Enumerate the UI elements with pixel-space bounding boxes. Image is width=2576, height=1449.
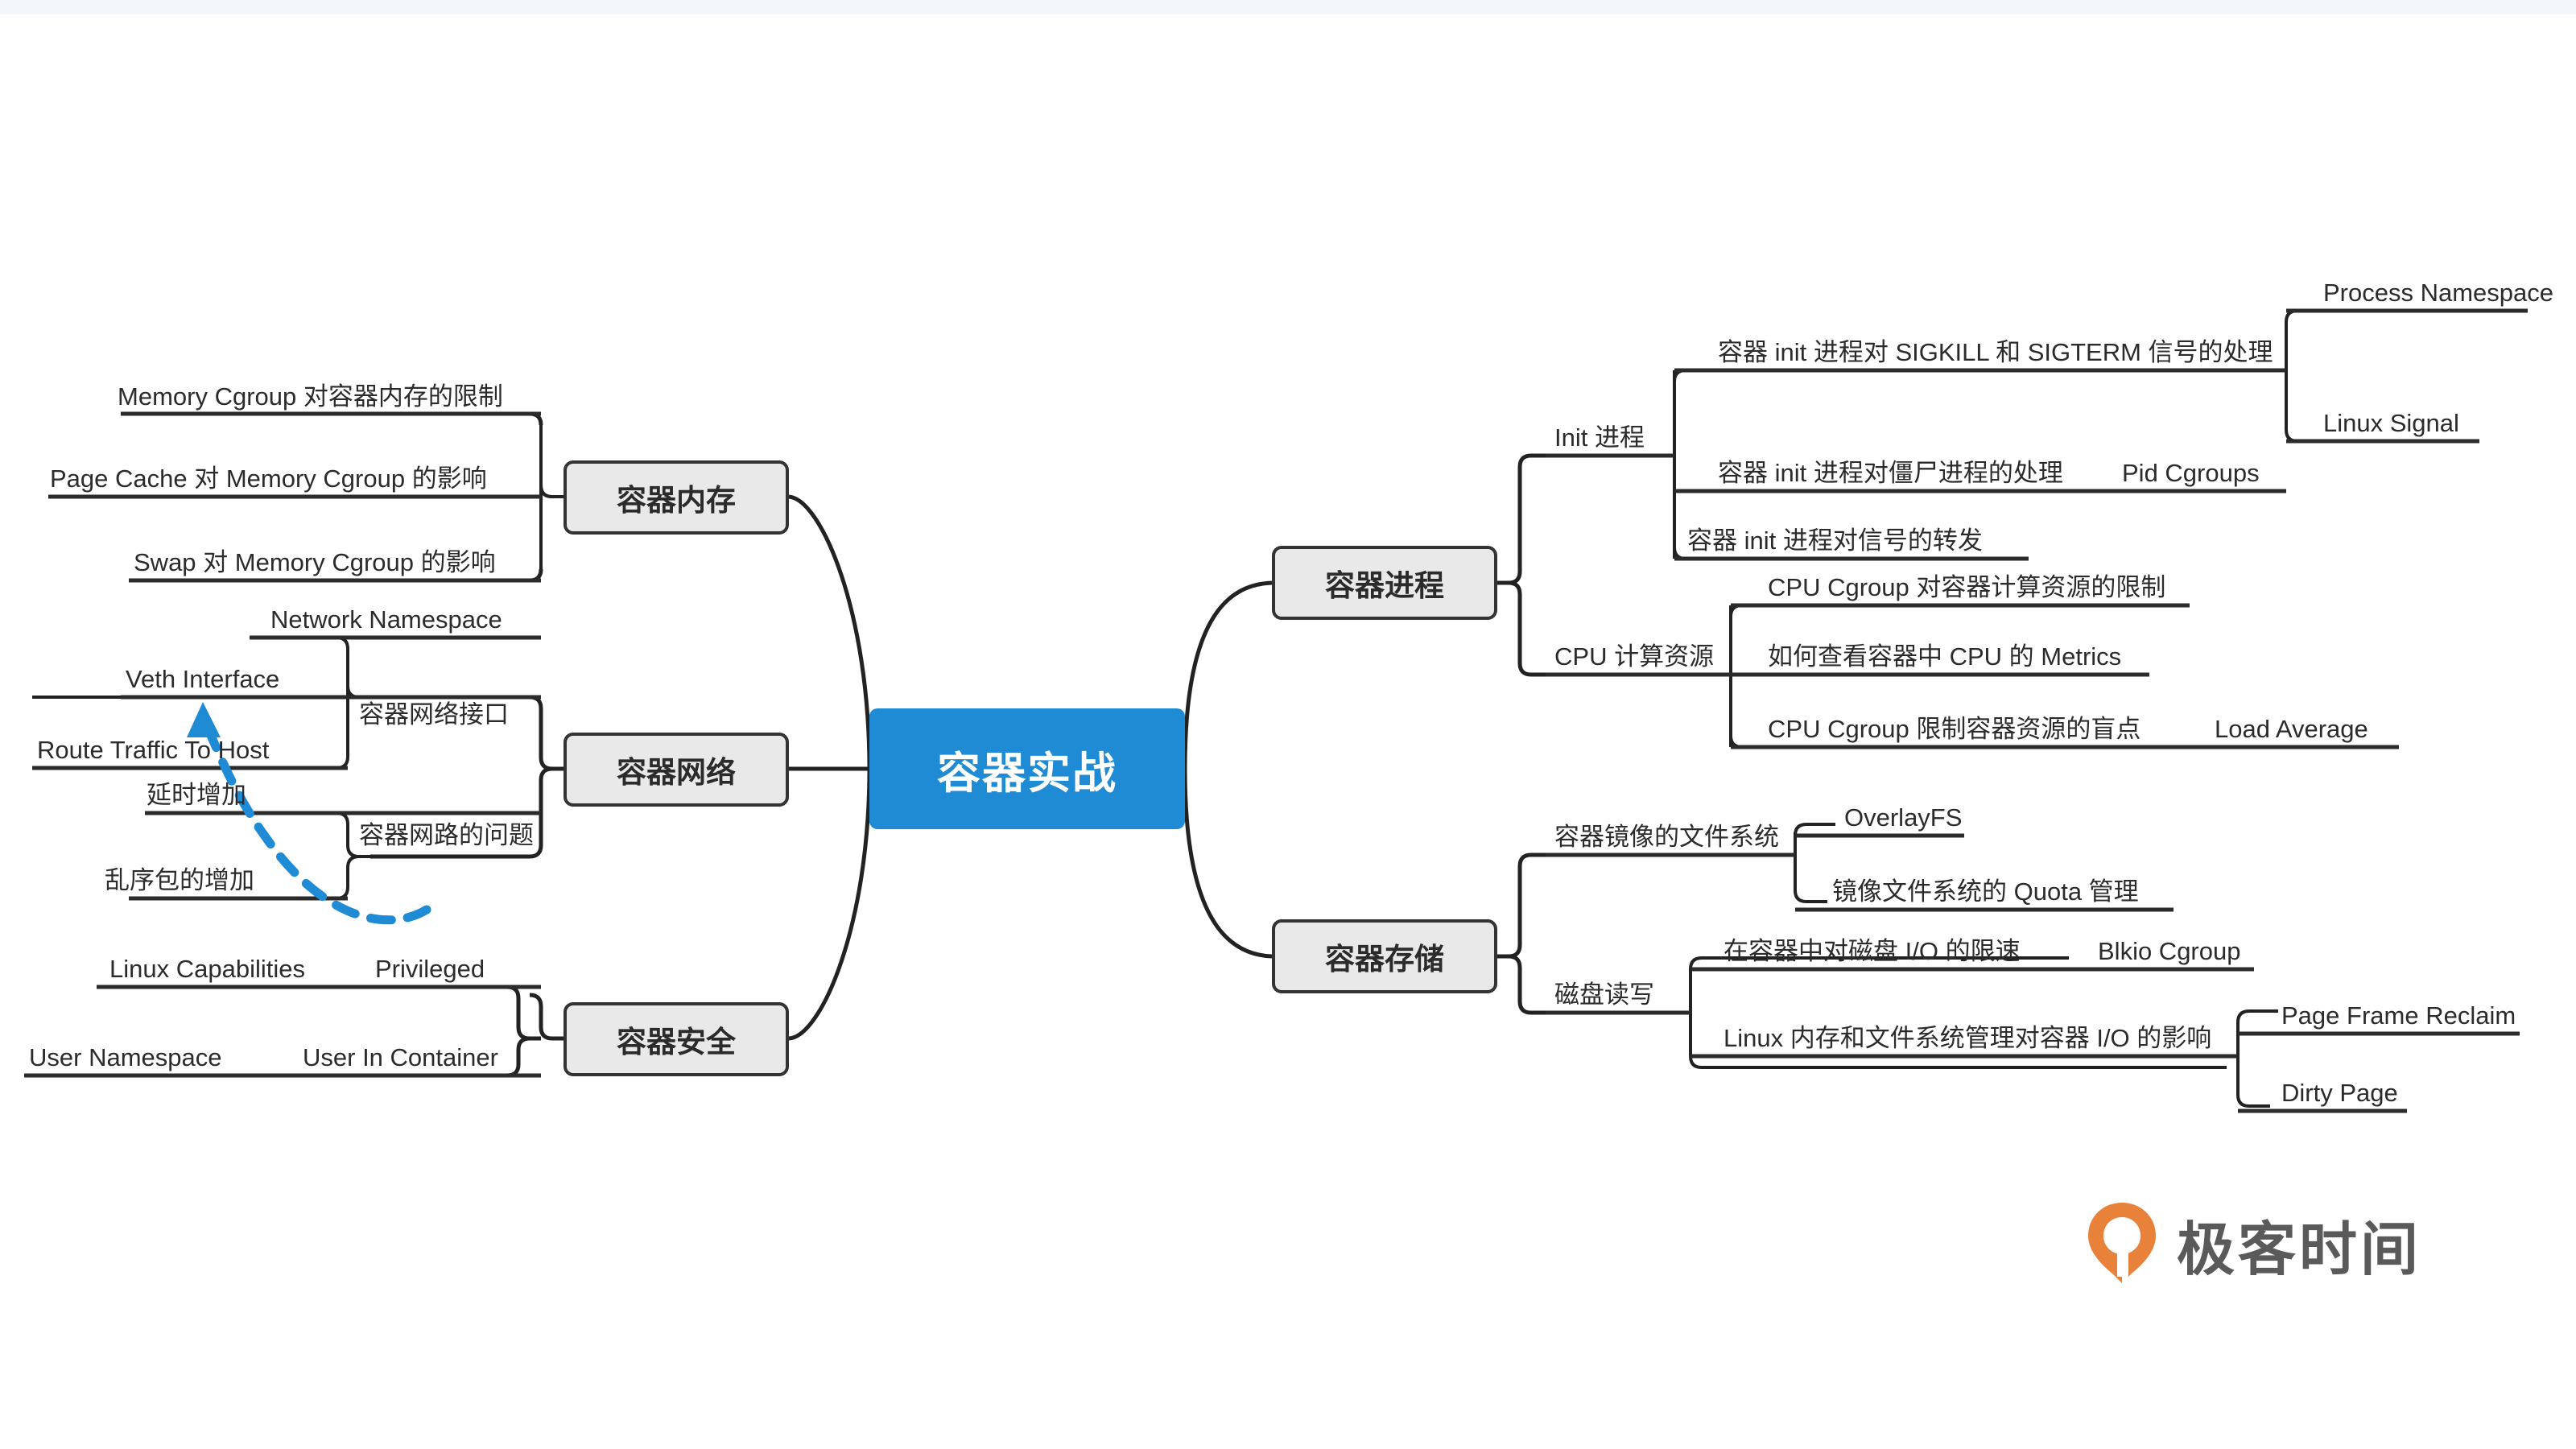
- leaf-dirty-page[interactable]: Dirty Page: [2281, 1079, 2398, 1107]
- leaf-memory-cgroup-limit[interactable]: Memory Cgroup 对容器内存的限制: [118, 382, 503, 411]
- leaf-init-sigkill-sigterm[interactable]: 容器 init 进程对 SIGKILL 和 SIGTERM 信号的处理: [1718, 338, 2273, 366]
- leaf-load-average[interactable]: Load Average: [2215, 715, 2368, 743]
- leaf-overlayfs[interactable]: OverlayFS: [1844, 803, 1963, 832]
- leaf-route-traffic-to-host[interactable]: Route Traffic To Host: [37, 736, 270, 764]
- branch-node-security[interactable]: 容器安全: [564, 1002, 789, 1076]
- leaf-cpu-cgroup-blindspot[interactable]: CPU Cgroup 限制容器资源的盲点: [1768, 715, 2141, 743]
- leaf-linux-signal[interactable]: Linux Signal: [2323, 409, 2459, 437]
- leaf-linux-capabilities[interactable]: Linux Capabilities: [109, 955, 305, 983]
- leaf-cpu-metrics[interactable]: 如何查看容器中 CPU 的 Metrics: [1768, 642, 2122, 671]
- leaf-veth-interface[interactable]: Veth Interface: [126, 665, 280, 693]
- leaf-init-process[interactable]: Init 进程: [1554, 423, 1645, 452]
- branch-node-process[interactable]: 容器进程: [1272, 546, 1497, 620]
- branch-node-storage[interactable]: 容器存储: [1272, 919, 1497, 993]
- leaf-network-namespace[interactable]: Network Namespace: [270, 605, 502, 634]
- leaf-cpu-cgroup-limit[interactable]: CPU Cgroup 对容器计算资源的限制: [1768, 573, 2166, 601]
- leaf-container-image-filesystem[interactable]: 容器镜像的文件系统: [1554, 823, 1779, 851]
- leaf-blkio-cgroup[interactable]: Blkio Cgroup: [2098, 937, 2241, 965]
- leaf-latency-increase[interactable]: 延时增加: [147, 781, 246, 809]
- leaf-image-fs-quota[interactable]: 镜像文件系统的 Quota 管理: [1832, 877, 2139, 906]
- leaf-linux-mem-fs-io-effect[interactable]: Linux 内存和文件系统管理对容器 I/O 的影响: [1724, 1024, 2212, 1052]
- leaf-privileged[interactable]: Privileged: [375, 955, 485, 983]
- leaf-container-network-problems[interactable]: 容器网路的问题: [359, 821, 534, 849]
- leaf-disk-read-write[interactable]: 磁盘读写: [1554, 980, 1654, 1009]
- leaf-page-frame-reclaim[interactable]: Page Frame Reclaim: [2281, 1001, 2516, 1030]
- leaf-init-signal-forward[interactable]: 容器 init 进程对信号的转发: [1687, 526, 1983, 555]
- branch-node-network[interactable]: 容器网络: [564, 733, 789, 807]
- leaf-disk-io-throttle[interactable]: 在容器中对磁盘 I/O 的限速: [1724, 937, 2021, 965]
- branch-node-memory[interactable]: 容器内存: [564, 460, 789, 535]
- root-node[interactable]: 容器实战: [869, 708, 1185, 829]
- leaf-init-zombie-process[interactable]: 容器 init 进程对僵尸进程的处理: [1718, 459, 2063, 487]
- geektime-logo: 极客时间: [2085, 1199, 2421, 1288]
- leaf-page-cache-effect[interactable]: Page Cache 对 Memory Cgroup 的影响: [50, 464, 487, 493]
- logo-text: 极客时间: [2177, 1215, 2422, 1283]
- leaf-user-in-container[interactable]: User In Container: [303, 1043, 498, 1071]
- top-strip: [0, 0, 2576, 14]
- leaf-cpu-compute-resource[interactable]: CPU 计算资源: [1554, 642, 1715, 671]
- geektime-pin-icon: [2088, 1203, 2156, 1283]
- leaf-container-network-interface[interactable]: 容器网络接口: [359, 700, 509, 729]
- leaf-swap-effect[interactable]: Swap 对 Memory Cgroup 的影响: [134, 548, 496, 576]
- leaf-process-namespace[interactable]: Process Namespace: [2323, 279, 2554, 307]
- leaf-pid-cgroups[interactable]: Pid Cgroups: [2122, 459, 2260, 487]
- leaf-user-namespace[interactable]: User Namespace: [29, 1043, 222, 1071]
- leaf-ooo-packet-increase[interactable]: 乱序包的增加: [105, 866, 254, 894]
